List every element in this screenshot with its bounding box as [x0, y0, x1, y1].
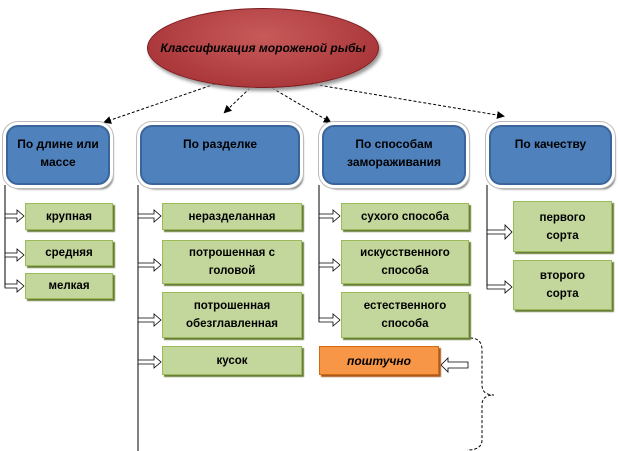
- category-header-freezing: По способам замораживания: [322, 125, 466, 185]
- item-box: неразделанная: [162, 203, 302, 230]
- item-box: средняя: [25, 240, 113, 266]
- arrow-3: [271, 87, 332, 124]
- item-box: кусок: [162, 346, 302, 375]
- item-box: естественного способа: [341, 292, 469, 338]
- category-header-quality: По качеству: [489, 125, 612, 185]
- diagram-title: Классификация мороженой рыбы: [147, 8, 379, 88]
- item-box: искусственного способа: [341, 240, 469, 284]
- arrow-2: [223, 87, 251, 114]
- item-box: потрошенная с головой: [162, 240, 302, 284]
- item-box: мелкая: [25, 273, 113, 299]
- extra-box-piecewise: поштучно: [319, 346, 439, 375]
- arrow-1: [103, 83, 216, 124]
- category-header-size: По длине или массе: [6, 125, 110, 185]
- category-header-cut: По разделке: [140, 125, 300, 185]
- item-box: первого сорта: [513, 201, 612, 252]
- item-box: сухого способа: [341, 203, 469, 230]
- item-box: потрошенная обезглавленная: [162, 292, 302, 338]
- item-box: крупная: [25, 203, 113, 230]
- item-box: второго сорта: [513, 260, 612, 310]
- arrow-4: [299, 81, 505, 119]
- brace: [466, 337, 495, 451]
